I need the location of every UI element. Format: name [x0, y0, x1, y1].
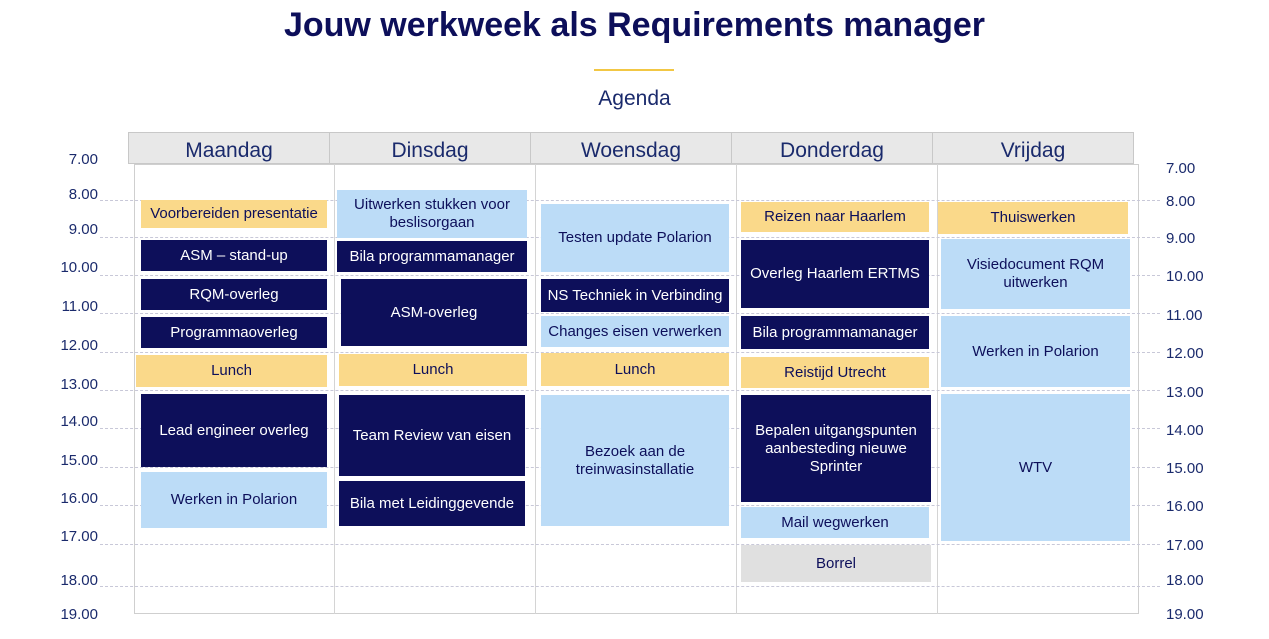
event-werken-in-polarion-maandag[interactable]: Werken in Polarion — [141, 472, 327, 528]
time-label-right: 10.00 — [1166, 268, 1204, 285]
time-label-right: 19.00 — [1166, 606, 1204, 623]
time-label-left: 17.00 — [60, 528, 98, 545]
column-divider — [535, 164, 536, 614]
event-asm-standup[interactable]: ASM – stand-up — [141, 240, 327, 271]
event-bila-programmamanager-dinsdag[interactable]: Bila programmamanager — [337, 241, 527, 272]
event-wtv[interactable]: WTV — [941, 394, 1130, 541]
time-label-right: 8.00 — [1166, 193, 1196, 210]
day-header-bar: Maandag Dinsdag Woensdag Donderdag Vrijd… — [128, 132, 1134, 164]
event-rqm-overleg[interactable]: RQM-overleg — [141, 279, 327, 310]
time-label-left: 12.00 — [60, 337, 98, 354]
event-overleg-haarlem-ertms[interactable]: Overleg Haarlem ERTMS — [741, 240, 929, 308]
event-uitwerken-stukken[interactable]: Uitwerken stukken voor beslisorgaan — [337, 190, 527, 238]
event-lunch-maandag[interactable]: Lunch — [136, 355, 327, 387]
time-label-left: 18.00 — [60, 572, 98, 589]
event-team-review-van-eisen[interactable]: Team Review van eisen — [339, 395, 525, 476]
time-label-left: 14.00 — [60, 413, 98, 430]
time-label-left: 16.00 — [60, 490, 98, 507]
title-accent-bar — [594, 69, 674, 71]
event-werken-in-polarion-vrijdag[interactable]: Werken in Polarion — [941, 316, 1130, 387]
time-label-left: 9.00 — [68, 221, 98, 238]
time-label-right: 18.00 — [1166, 572, 1204, 589]
time-label-right: 14.00 — [1166, 422, 1204, 439]
time-label-left: 8.00 — [68, 186, 98, 203]
event-bila-met-leidinggevende[interactable]: Bila met Leidinggevende — [339, 481, 525, 526]
time-label-left: 15.00 — [60, 452, 98, 469]
page-subtitle: Agenda — [598, 87, 671, 110]
day-header-woensdag: Woensdag — [531, 133, 732, 163]
time-label-left: 13.00 — [60, 376, 98, 393]
hour-line — [100, 313, 1160, 314]
event-reistijd-utrecht[interactable]: Reistijd Utrecht — [741, 357, 929, 388]
day-header-vrijdag: Vrijdag — [1000, 139, 1066, 162]
page-title: Jouw werkweek als Requirements manager — [283, 6, 986, 44]
agenda-grid — [134, 164, 1139, 614]
event-ns-techniek-in-verbinding[interactable]: NS Techniek in Verbinding — [541, 279, 729, 312]
hour-line — [100, 352, 1160, 353]
event-bepalen-uitgangspunten[interactable]: Bepalen uitgangspunten aanbesteding nieu… — [741, 395, 931, 502]
hour-line — [100, 390, 1160, 391]
event-changes-eisen-verwerken[interactable]: Changes eisen verwerken — [541, 316, 729, 347]
column-divider — [937, 164, 938, 614]
time-label-left: 11.00 — [61, 298, 98, 315]
event-bila-programmamanager-donderdag[interactable]: Bila programmamanager — [741, 316, 929, 349]
hour-line — [100, 275, 1160, 276]
day-header-donderdag: Donderdag — [732, 133, 933, 163]
event-programmaoverleg[interactable]: Programmaoverleg — [141, 317, 327, 348]
time-label-right: 15.00 — [1166, 460, 1204, 477]
time-label-right: 12.00 — [1166, 345, 1204, 362]
event-mail-wegwerken[interactable]: Mail wegwerken — [741, 507, 929, 538]
time-label-left: 7.00 — [68, 151, 98, 168]
day-header-dinsdag: Dinsdag — [330, 133, 531, 163]
event-visiedocument-rqm[interactable]: Visiedocument RQM uitwerken — [941, 239, 1130, 309]
event-testen-update-polarion[interactable]: Testen update Polarion — [541, 204, 729, 272]
time-label-right: 16.00 — [1166, 498, 1204, 515]
event-borrel[interactable]: Borrel — [741, 545, 931, 582]
hour-line — [100, 586, 1160, 587]
column-divider — [334, 164, 335, 614]
event-bezoek-treinwasinstallatie[interactable]: Bezoek aan de treinwasinstallatie — [541, 395, 729, 526]
column-divider — [736, 164, 737, 614]
event-lunch-dinsdag[interactable]: Lunch — [339, 354, 527, 386]
hour-line — [100, 200, 1160, 201]
time-label-left: 19.00 — [60, 606, 98, 623]
event-reizen-naar-haarlem[interactable]: Reizen naar Haarlem — [741, 202, 929, 232]
time-label-right: 13.00 — [1166, 384, 1204, 401]
event-voorbereiden-presentatie[interactable]: Voorbereiden presentatie — [141, 200, 327, 228]
event-lead-engineer-overleg[interactable]: Lead engineer overleg — [141, 394, 327, 467]
event-thuiswerken[interactable]: Thuiswerken — [938, 202, 1128, 234]
time-label-right: 9.00 — [1166, 230, 1196, 247]
time-label-right: 17.00 — [1166, 537, 1204, 554]
day-header-maandag: Maandag — [129, 133, 330, 163]
hour-line — [100, 544, 1160, 545]
time-label-right: 7.00 — [1166, 160, 1196, 177]
time-label-left: 10.00 — [60, 259, 98, 276]
time-label-right: 11.00 — [1166, 307, 1203, 324]
event-asm-overleg[interactable]: ASM-overleg — [341, 279, 527, 346]
event-lunch-woensdag[interactable]: Lunch — [541, 353, 729, 386]
